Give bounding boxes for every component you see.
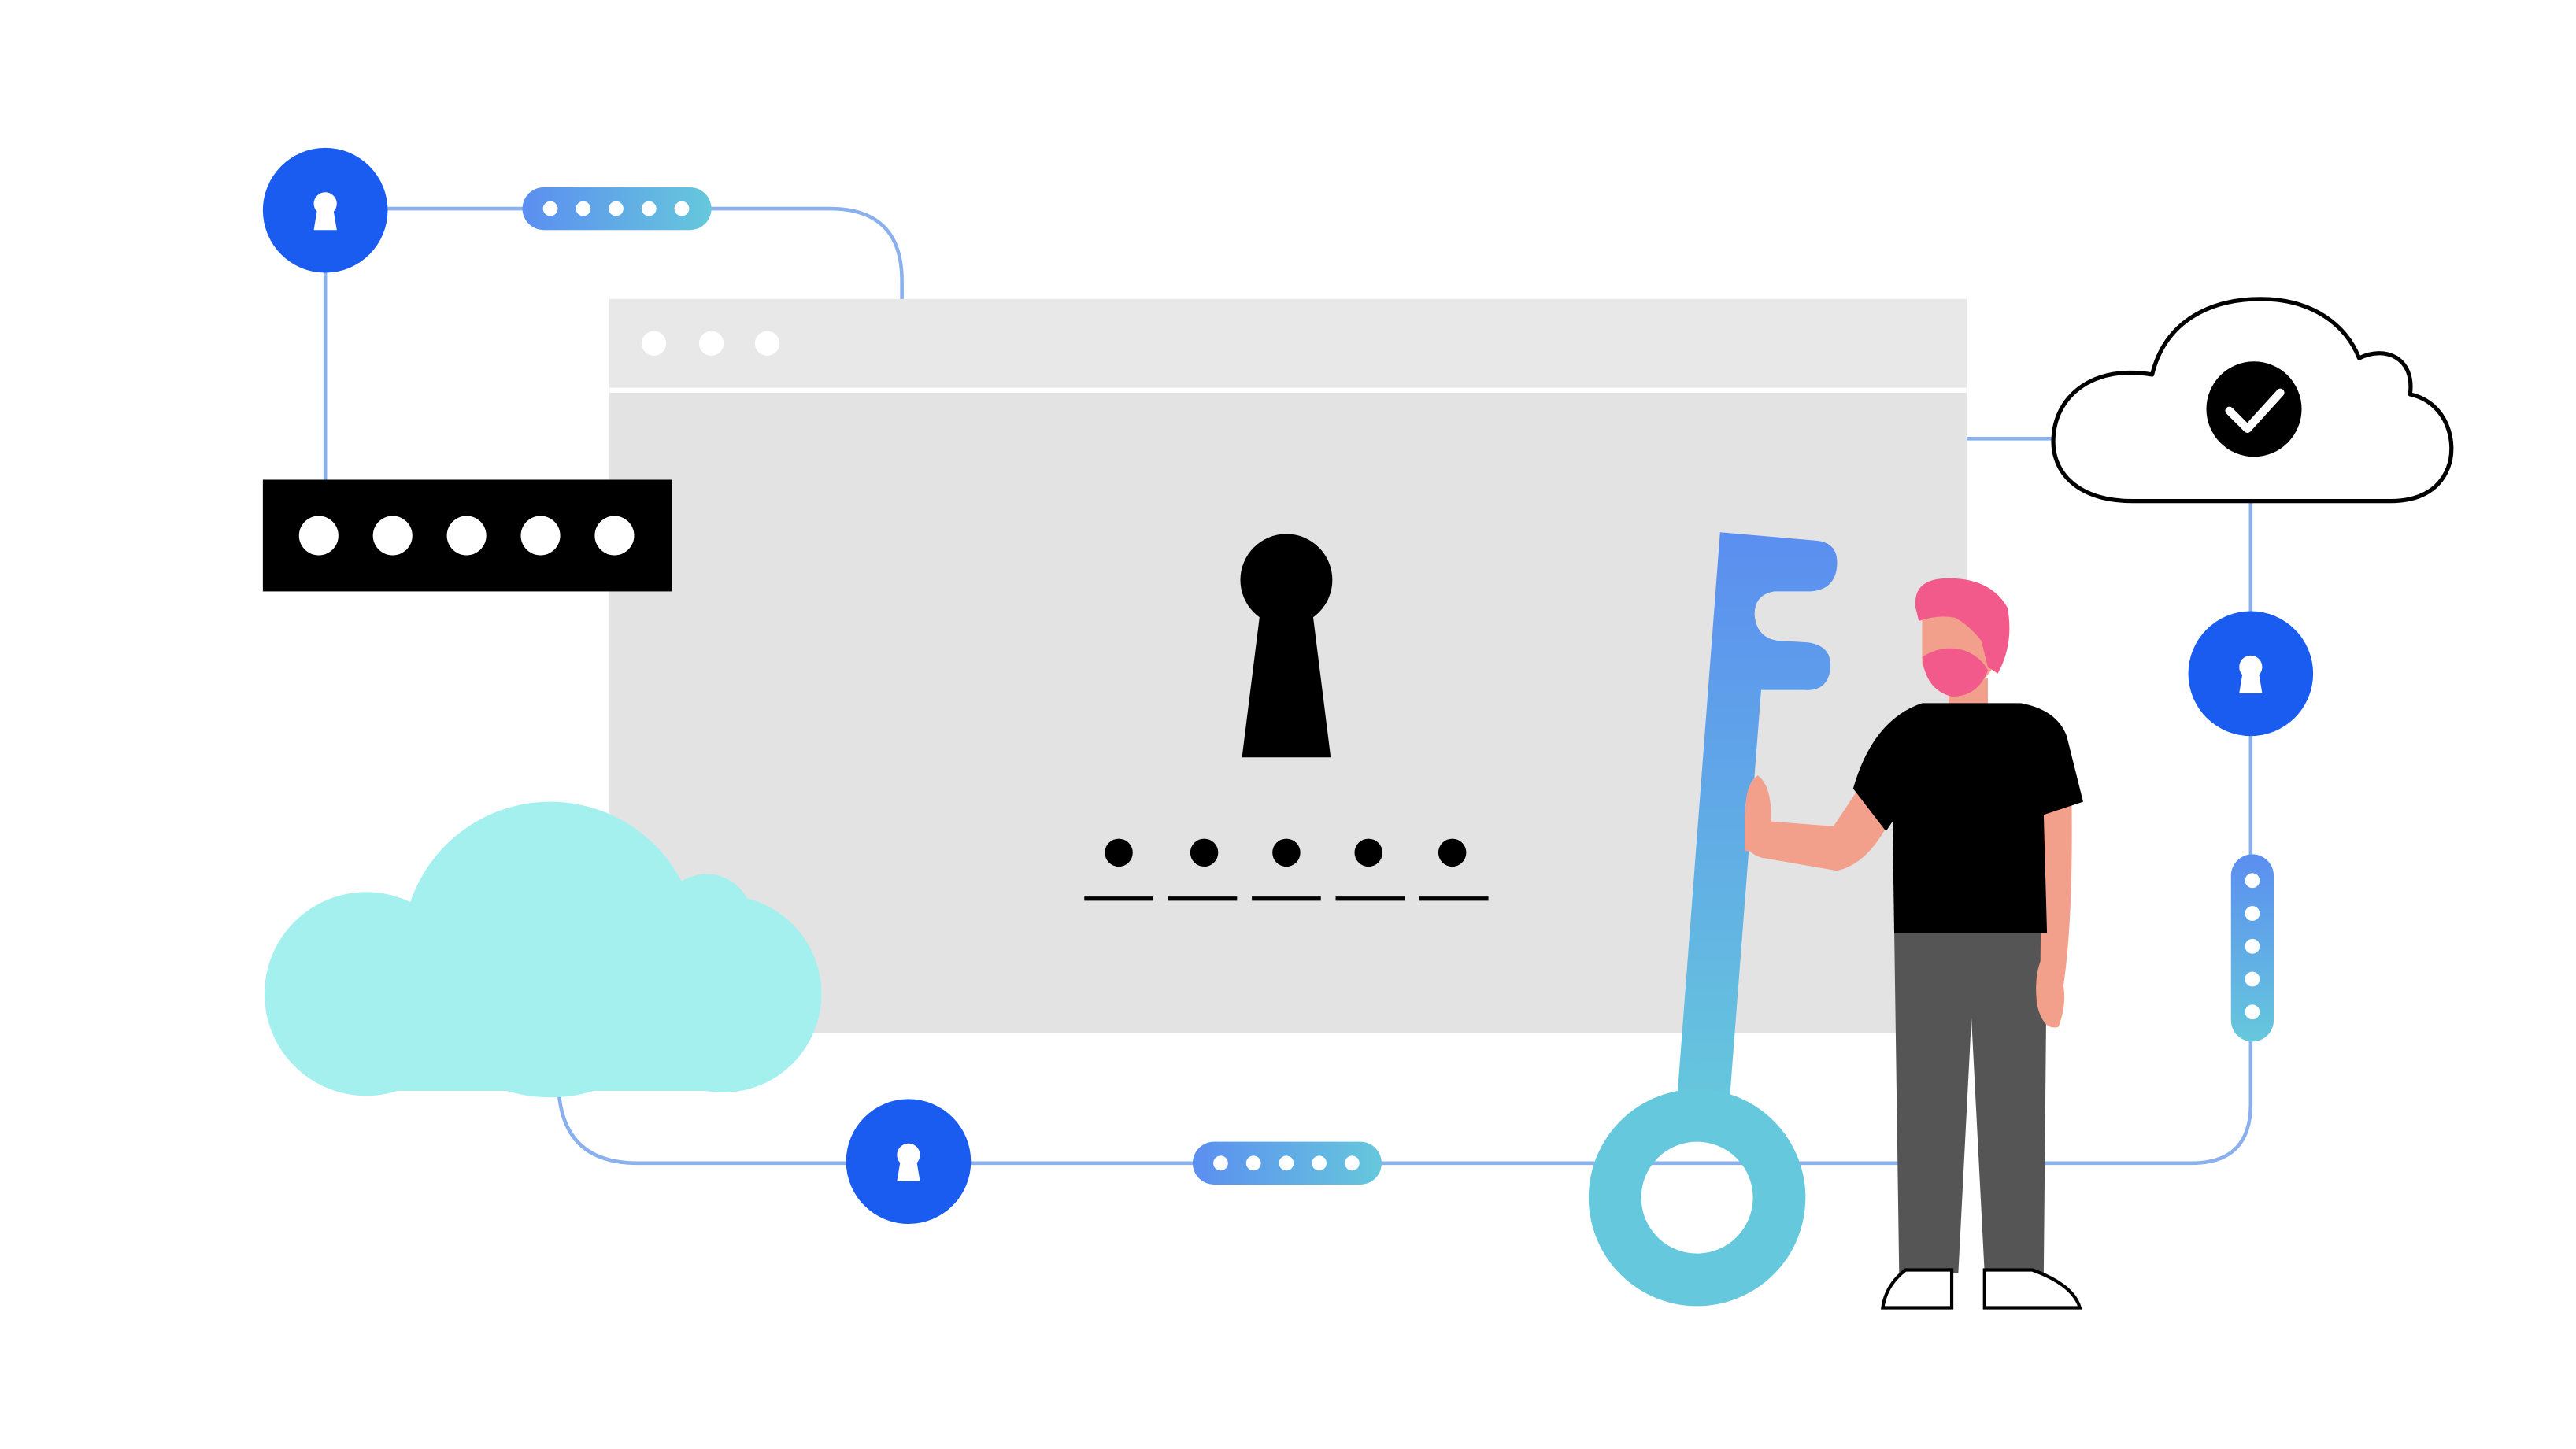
keyhole-icon-large bbox=[1240, 534, 1333, 758]
password-pill-bottom bbox=[1192, 1141, 1382, 1185]
password-pill-right bbox=[2230, 854, 2274, 1042]
connector-top bbox=[387, 206, 904, 303]
person-shoe-right bbox=[1982, 1268, 2082, 1310]
password-pill-top bbox=[522, 187, 712, 231]
cloud-check bbox=[2051, 297, 2454, 504]
connector-bottom bbox=[557, 1087, 1906, 1166]
person-shoe-left bbox=[1880, 1268, 1954, 1310]
connector-lines bbox=[323, 206, 2253, 1166]
connector-right-vertical bbox=[2037, 502, 2253, 1166]
keyhole-icon bbox=[313, 192, 337, 231]
person-shirt bbox=[1852, 703, 2083, 933]
person bbox=[1745, 578, 2083, 1310]
pin-entry bbox=[1084, 838, 1489, 901]
person-pants bbox=[1894, 928, 2048, 1273]
person-beard bbox=[1922, 648, 1988, 697]
lock-badge-right bbox=[2188, 611, 2314, 737]
lock-badge-top-left bbox=[262, 147, 388, 273]
keyhole-icon bbox=[2239, 655, 2263, 693]
checkmark-icon bbox=[2206, 361, 2302, 457]
key bbox=[1588, 532, 1838, 1307]
keyhole-icon bbox=[897, 1143, 920, 1181]
browser-titlebar bbox=[609, 298, 1967, 388]
window-control-dots bbox=[641, 331, 780, 356]
cloud-mint bbox=[264, 801, 822, 1098]
lock-badge-bottom bbox=[846, 1099, 972, 1225]
person-hand bbox=[1745, 775, 1771, 852]
person-arm-left bbox=[1746, 772, 1893, 871]
password-box bbox=[262, 479, 672, 592]
person-arm-right bbox=[2036, 797, 2072, 1028]
key-ring bbox=[1588, 1089, 1806, 1307]
person-hair bbox=[1915, 578, 2010, 674]
